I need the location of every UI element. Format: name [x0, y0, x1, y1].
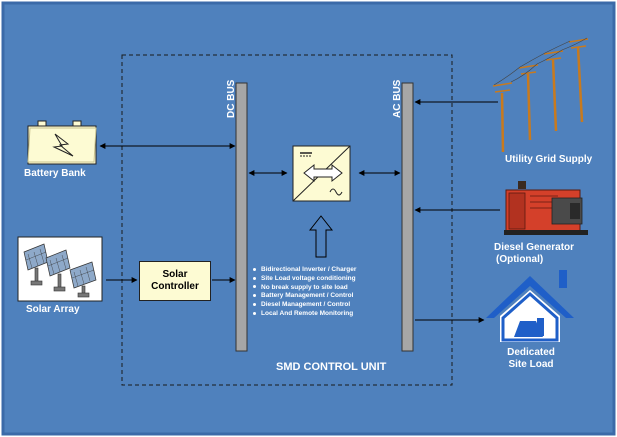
site-load-label-line2: Site Load — [508, 359, 554, 370]
feature-item: Diesel Management / Control — [253, 301, 356, 310]
generator-icon — [504, 181, 588, 235]
feature-list: Bidirectional Inverter / Charger Site Lo… — [253, 266, 356, 319]
ac-bus — [401, 82, 414, 352]
inverter-feed-arrow — [308, 215, 334, 258]
ac-bus-label: AC BUS — [392, 79, 403, 118]
bullet-icon — [253, 294, 256, 298]
bullet-icon — [253, 285, 256, 289]
utility-pole-icon — [492, 37, 589, 153]
battery-bank-label: Battery Bank — [24, 168, 86, 179]
control-unit-label: SMD CONTROL UNIT — [276, 361, 387, 373]
dc-bus — [235, 82, 248, 352]
feature-item: Local And Remote Monitoring — [253, 310, 356, 319]
house-icon — [486, 270, 574, 342]
solar-panel-icon — [17, 236, 103, 302]
diesel-generator-label: Diesel Generator — [494, 242, 575, 253]
feature-item: Bidirectional Inverter / Charger — [253, 266, 356, 275]
control-unit-boundary — [121, 54, 453, 386]
solar-controller-box: Solar Controller — [139, 261, 211, 301]
feature-item: No break supply to site load — [253, 284, 356, 293]
solar-array-label: Solar Array — [26, 304, 80, 315]
dc-bus-label: DC BUS — [226, 79, 237, 118]
bullet-icon — [253, 302, 256, 306]
feature-item: Battery Management / Control — [253, 292, 356, 301]
bullet-icon — [253, 276, 256, 280]
site-load-label-line1: Dedicated — [507, 347, 555, 358]
diesel-generator-optional-label: (Optional) — [496, 254, 544, 265]
feature-item: Site Load voltage conditioning — [253, 275, 356, 284]
bullet-icon — [253, 311, 256, 315]
battery-icon — [27, 120, 97, 165]
solar-controller-label: Solar Controller — [151, 269, 199, 292]
inverter-icon — [292, 145, 351, 202]
utility-grid-label: Utility Grid Supply — [505, 154, 593, 165]
bullet-icon — [253, 267, 256, 271]
